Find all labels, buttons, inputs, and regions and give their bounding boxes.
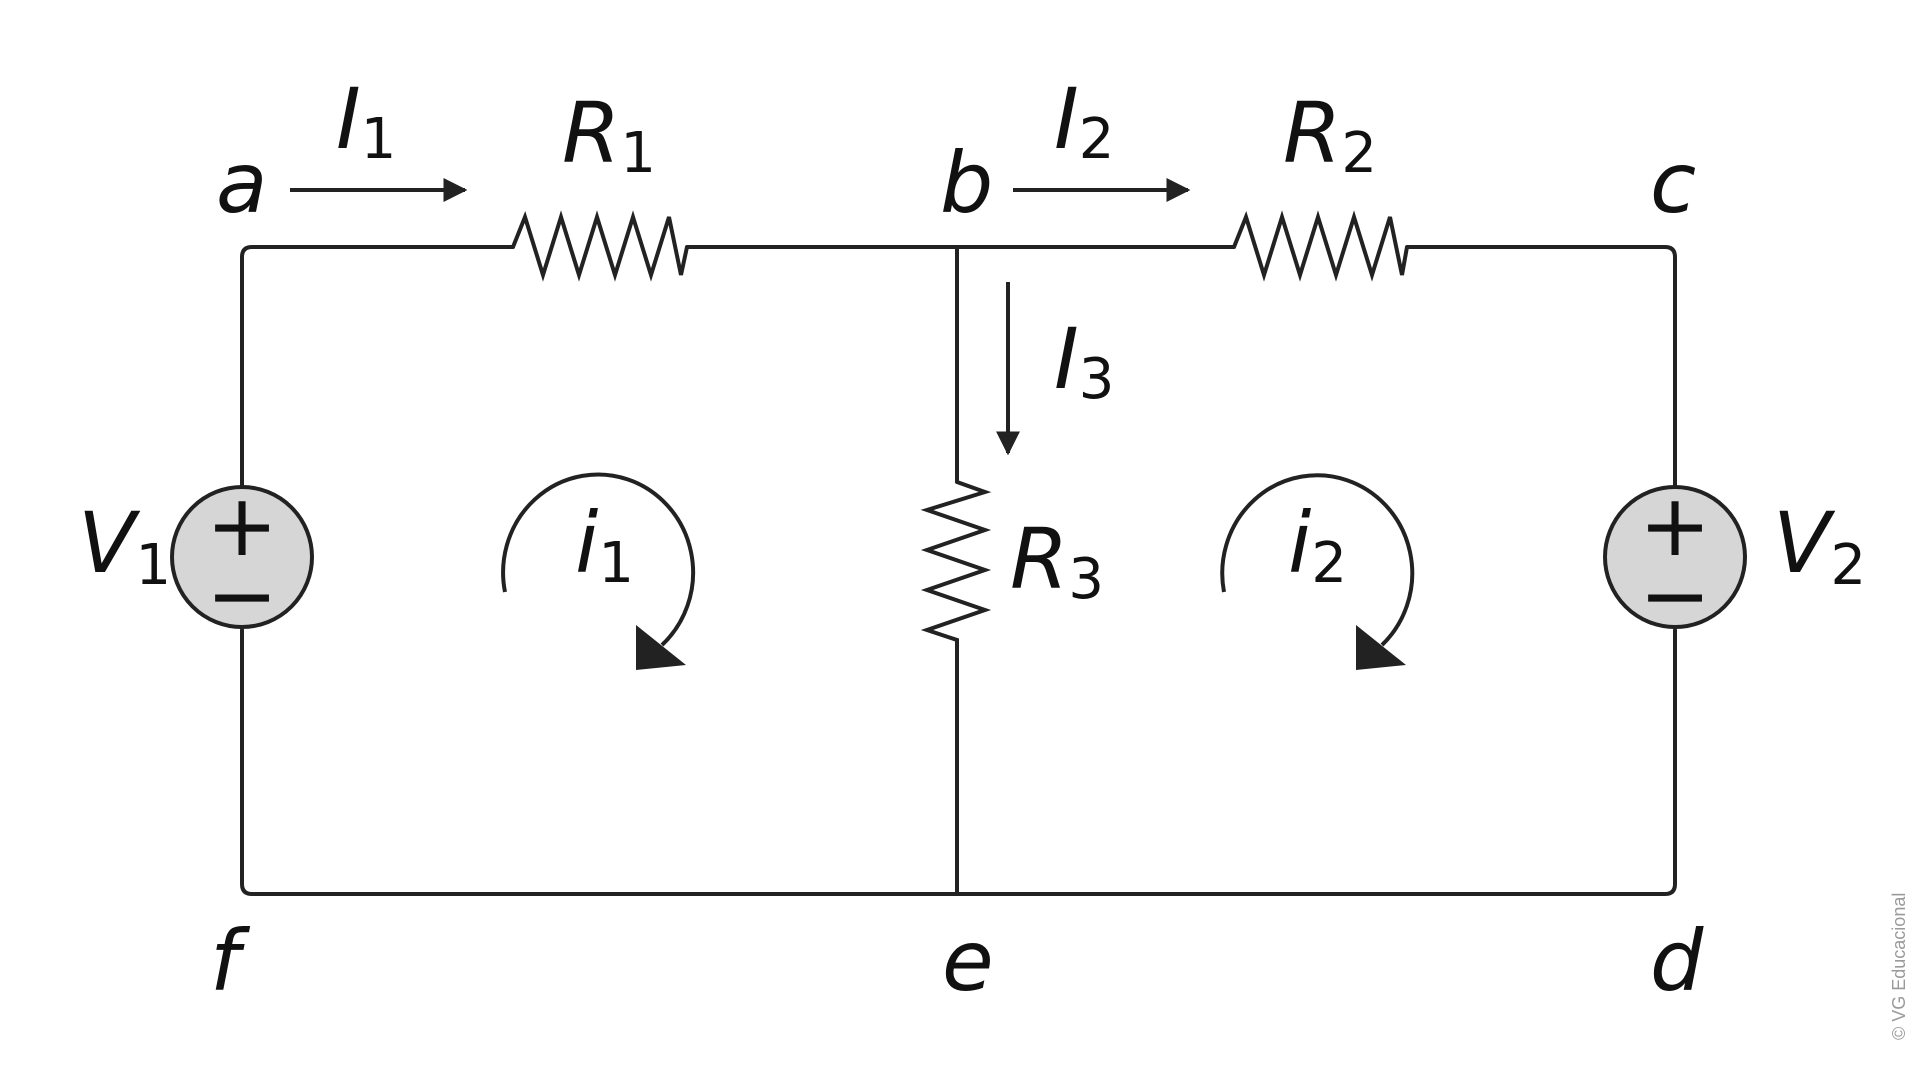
resistor-r3 [920, 480, 992, 657]
source-v1: + − [170, 476, 314, 646]
node-label-d: d [1650, 912, 1704, 1010]
label-branch-current-2: I2 [1054, 70, 1114, 172]
source-v1-minus: − [206, 546, 278, 646]
label-branch-current-1: I1 [336, 70, 396, 172]
current-labels: I1 I2 I3 i1 i2 [336, 70, 1347, 596]
node-label-e: e [942, 912, 994, 1010]
source-v2-minus: − [1639, 546, 1711, 646]
wire-right-top [1405, 245, 1677, 487]
node-label-c: c [1650, 134, 1696, 232]
source-v2-plus: + [1639, 476, 1711, 576]
node-label-a: a [216, 134, 267, 232]
wires [240, 245, 1677, 896]
branch-current-arrows [290, 178, 1191, 456]
label-v1: V1 [78, 494, 171, 598]
resistor-r2 [1232, 210, 1409, 282]
mesh-arrow-i1 [501, 472, 696, 647]
source-v1-body [170, 485, 314, 629]
credit-text: © VG Educacional [1889, 893, 1909, 1040]
mesh-arrow-i2 [1220, 473, 1415, 647]
mesh-arrowhead-i2 [1356, 625, 1406, 670]
label-r2: R2 [1283, 84, 1377, 186]
label-v2: V2 [1773, 494, 1866, 598]
mesh-arrowhead-i1 [636, 625, 686, 670]
source-v2: + − [1603, 476, 1747, 646]
source-v1-plus: + [206, 476, 278, 576]
label-mesh-current-1: i1 [575, 494, 634, 596]
component-labels: R1 R2 R3 V1 V2 [78, 84, 1866, 612]
label-branch-current-3: I3 [1054, 310, 1114, 412]
resistor-r1 [511, 210, 689, 282]
label-mesh-current-2: i2 [1288, 494, 1347, 596]
node-label-f: f [210, 912, 251, 1010]
node-label-b: b [940, 134, 993, 232]
source-v2-body [1603, 485, 1747, 629]
wire-right-bottom [955, 628, 1677, 896]
mesh-current-arcs [501, 472, 1415, 670]
label-r3: R3 [1010, 510, 1104, 612]
wire-left-top [240, 245, 515, 487]
label-r1: R1 [562, 84, 656, 186]
wire-left-bottom [240, 628, 959, 896]
